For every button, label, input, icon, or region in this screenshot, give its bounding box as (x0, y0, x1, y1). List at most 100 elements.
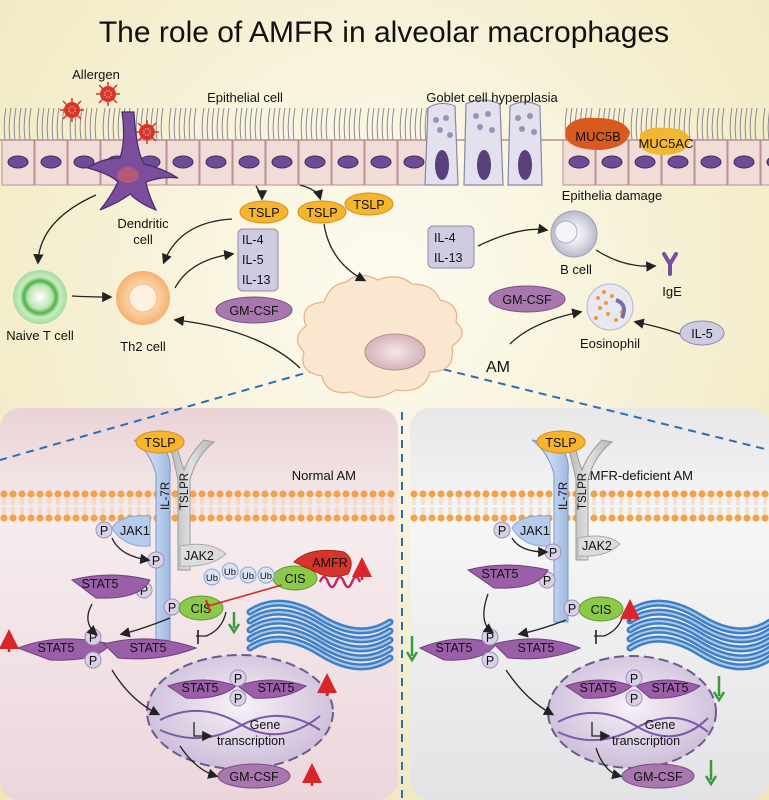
cilium (117, 107, 121, 141)
lipid-head (297, 490, 305, 498)
cilium (249, 107, 253, 141)
cilium (112, 107, 116, 141)
lipid-head (680, 514, 688, 522)
cis-label: CIS (191, 602, 212, 616)
muc5ac-blob (640, 127, 690, 155)
stat5-dimer-right (103, 638, 198, 660)
il5-label: IL-5 (242, 253, 264, 267)
goblet-nucleus (435, 150, 449, 180)
lipid-head (270, 514, 278, 522)
lipid-head (243, 490, 251, 498)
lipid-head (455, 514, 463, 522)
epithelial-nucleus (205, 155, 227, 169)
lipid-tail (20, 498, 24, 514)
phospho-p (84, 651, 102, 669)
ub-label: Ub (260, 571, 272, 582)
gene-def-label-2: transcription (612, 734, 680, 748)
stat5-def (466, 564, 549, 589)
lipid-head (419, 490, 427, 498)
cilium (84, 107, 88, 141)
lipid-head (464, 514, 472, 522)
tslp-def (536, 430, 586, 454)
p-label: P (100, 524, 108, 538)
lipid-head (734, 490, 742, 498)
er-lumen (629, 620, 769, 650)
tslp-normal-label: TSLP (144, 436, 175, 450)
er-lumen (629, 602, 769, 632)
lipid-tail (493, 498, 497, 514)
cilium (749, 107, 753, 141)
cilium (414, 107, 418, 141)
jak1-normal (111, 515, 151, 547)
lipid-head (207, 490, 215, 498)
lipid-head (698, 490, 706, 498)
cilium (706, 107, 710, 141)
epithelial-cell (760, 139, 769, 186)
lipid-head (108, 490, 116, 498)
lipid-tail (227, 498, 231, 514)
lipid-head (135, 490, 143, 498)
lipid-head (207, 514, 215, 522)
lipid-tail (362, 498, 366, 514)
p-label: P (234, 672, 242, 686)
lipid-head (743, 514, 751, 522)
stat5-dimer-nuc-def: STAT5 STAT5 P P (564, 669, 702, 707)
goblet-cell (507, 101, 543, 186)
il7r-label: IL-7R (160, 482, 172, 510)
lipid-tail (466, 498, 470, 514)
lipid-tail (128, 498, 132, 514)
tslp-def-label: TSLP (545, 436, 576, 450)
lipid-head (545, 490, 553, 498)
cilium (13, 107, 17, 141)
lipid-head (9, 490, 17, 498)
tslp-normal (135, 430, 185, 454)
cilium (155, 107, 159, 141)
lipid-head (360, 490, 368, 498)
cilium (211, 107, 215, 141)
cilium (366, 107, 370, 141)
lipid-tail (2, 498, 6, 514)
cilium (56, 107, 60, 141)
naive-t-cell (13, 270, 67, 324)
epithelial-nucleus (700, 155, 722, 169)
lipid-head (252, 514, 260, 522)
lipid-tail (592, 498, 596, 514)
lipid-head (243, 514, 251, 522)
lipid-tail (290, 498, 294, 514)
phospho-p (481, 651, 499, 669)
lipid-head (315, 490, 323, 498)
jak1-def-label: JAK1 (520, 524, 550, 538)
er-normal (246, 599, 394, 671)
lipid-tail (511, 498, 515, 514)
lipid-head (626, 514, 634, 522)
lipid-head (72, 514, 80, 522)
goblet-cell-label: Goblet cell hyperplasia (426, 90, 558, 105)
lipid-tail (65, 498, 69, 514)
lipid-head (500, 514, 508, 522)
lipid-head (27, 490, 35, 498)
cilium (399, 107, 403, 141)
lipid-head (698, 514, 706, 522)
lipid-head (360, 514, 368, 522)
cilium (701, 107, 705, 141)
cilium (325, 107, 329, 141)
cilium (338, 107, 342, 141)
regulation-arrows-normal (0, 557, 372, 786)
lipid-head (369, 514, 377, 522)
ub-label: Ub (224, 567, 236, 578)
inhibition-line (207, 584, 283, 607)
inhibition-bar (205, 599, 211, 613)
lipid-head (419, 514, 427, 522)
cilium (46, 107, 50, 141)
stat5-nuc-def-left-label: STAT5 (579, 681, 616, 695)
lipid-head (437, 490, 445, 498)
lipid-head (437, 514, 445, 522)
cilium (79, 107, 83, 141)
lipid-head (716, 514, 724, 522)
muc5b-blob (566, 117, 630, 150)
lipid-head (81, 490, 89, 498)
cilium (287, 107, 291, 141)
cilium (216, 107, 220, 141)
lipid-tail (538, 498, 542, 514)
cilium (36, 107, 40, 141)
